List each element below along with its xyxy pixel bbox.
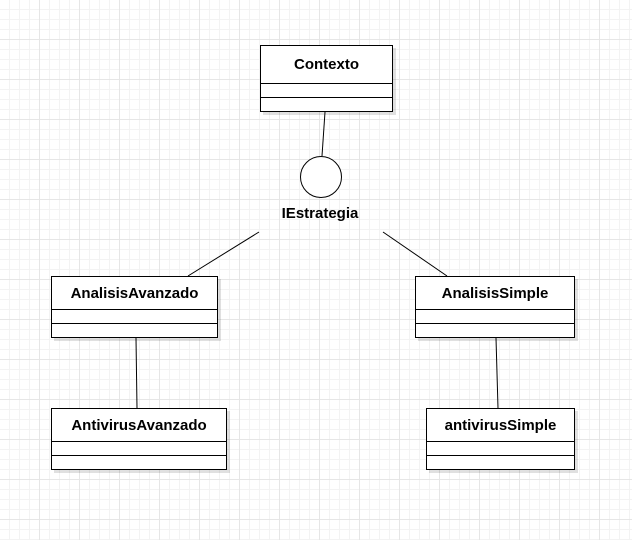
attributes-compartment — [52, 441, 226, 455]
class-name: AnalisisAvanzado — [70, 284, 199, 302]
class-analisis-avanzado[interactable]: AnalisisAvanzado — [51, 276, 218, 338]
class-name: AnalisisSimple — [441, 284, 549, 302]
class-analisis-simple[interactable]: AnalisisSimple — [415, 276, 575, 338]
attributes-compartment — [427, 441, 574, 455]
methods-compartment — [52, 455, 226, 469]
analisis-avanzado-to-antivirus-avanzado-connector — [135, 337, 138, 409]
attributes-compartment — [261, 83, 392, 97]
contexto-to-interface-connector — [321, 111, 326, 157]
class-antivirus-avanzado[interactable]: AntivirusAvanzado — [51, 408, 227, 470]
interface-lollipop-icon[interactable] — [300, 156, 342, 198]
interface-name: IEstrategia — [281, 205, 359, 222]
interface-to-analisis-avanzado-connector — [187, 231, 260, 277]
class-name: antivirusSimple — [444, 416, 557, 434]
class-name: Contexto — [294, 56, 359, 73]
attributes-compartment — [52, 309, 217, 323]
attributes-compartment — [416, 309, 574, 323]
class-contexto[interactable]: Contexto — [260, 45, 393, 112]
analisis-simple-to-antivirus-simple-connector — [495, 337, 499, 409]
methods-compartment — [416, 323, 574, 337]
interface-to-analisis-simple-connector — [382, 231, 448, 277]
class-antivirus-simple[interactable]: antivirusSimple — [426, 408, 575, 470]
methods-compartment — [52, 323, 217, 337]
methods-compartment — [427, 455, 574, 469]
class-name: AntivirusAvanzado — [71, 416, 207, 434]
methods-compartment — [261, 97, 392, 111]
